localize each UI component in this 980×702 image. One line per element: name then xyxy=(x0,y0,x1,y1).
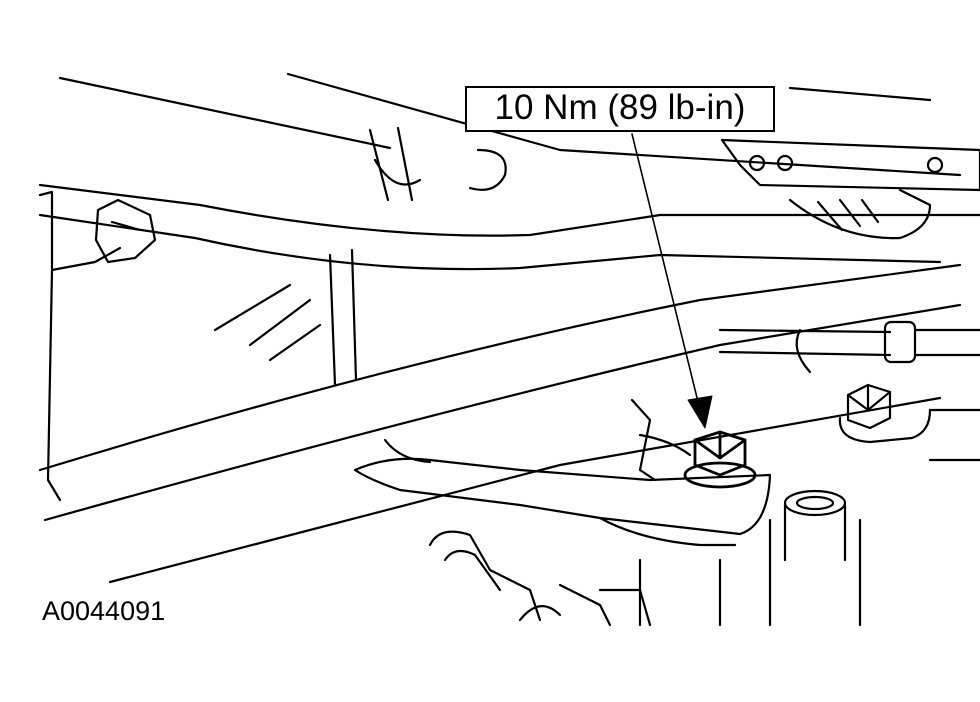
bracket xyxy=(353,398,772,547)
upper-mount xyxy=(720,138,980,240)
background-lines xyxy=(58,72,962,584)
torque-callout: 10 Nm (89 lb-in) xyxy=(465,86,775,132)
figure-id-label: A0044091 xyxy=(42,596,166,626)
upper-tube xyxy=(38,126,980,271)
lower-stud xyxy=(638,489,862,627)
main-tube xyxy=(38,248,962,522)
hose xyxy=(718,320,980,374)
callout-leader xyxy=(631,133,713,429)
left-housing xyxy=(38,190,157,502)
torque-bolt xyxy=(683,430,757,489)
lower-connector xyxy=(428,530,652,627)
side-bolt xyxy=(838,383,980,462)
